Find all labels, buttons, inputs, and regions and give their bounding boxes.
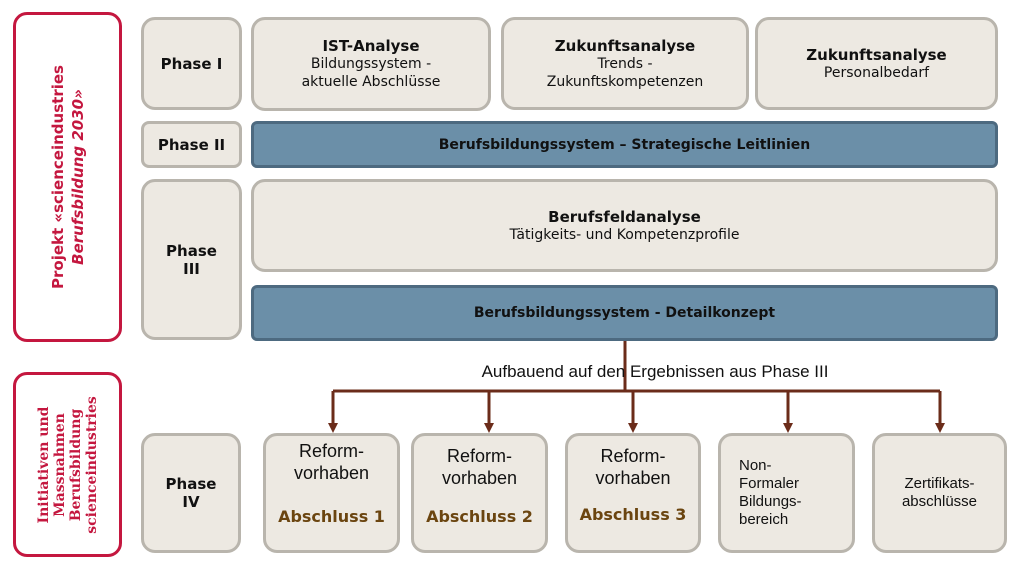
arrowhead-icon (935, 423, 945, 433)
box-title: Berufsfeldanalyse (548, 207, 701, 226)
box-line: Tätigkeits- und Kompetenzprofile (509, 226, 740, 243)
arrowhead-icon (783, 423, 793, 433)
box-line: Trends - (597, 55, 653, 72)
phase-3-line2: III (183, 259, 200, 278)
phase-4-line2: IV (182, 493, 200, 511)
box-line: Reform- (600, 446, 666, 466)
box-line: Bildungssystem - (310, 56, 432, 72)
reform-2-box: Reform-vorhaben Abschluss 2 (411, 433, 548, 553)
initiatives-label-box: Initiativen und Massnahmen Berufsbildung… (13, 372, 122, 557)
box-line: vorhaben (293, 463, 370, 483)
box-line: Reform- (446, 446, 512, 466)
box-line: Bildungs- (739, 493, 802, 510)
box-title: Zukunftsanalyse (806, 45, 947, 64)
arrowhead-icon (628, 423, 638, 433)
arrowhead-icon (484, 423, 494, 433)
non-formaler-box: Non-Formaler Bildungs-bereich (718, 433, 855, 553)
box-line: vorhaben (595, 468, 671, 488)
reform-1-box: Reform-vorhaben Abschluss 1 (263, 433, 400, 553)
project-label-box: Projekt «scienceindustries Berufsbildung… (13, 12, 122, 342)
box-title: IST-Analyse (322, 37, 420, 55)
zukunftsanalyse-trends-box: Zukunftsanalyse Trends - Zukunftskompete… (501, 17, 749, 110)
box-line: Formaler (739, 475, 800, 492)
box-line: aktuelle Abschlüsse (301, 74, 441, 90)
box-line: vorhaben (441, 468, 518, 488)
box-line: Zukunftskompetenzen (546, 73, 704, 90)
phase-4-line1: Phase (165, 475, 217, 493)
ist-analyse-box: IST-Analyse Bildungssystem - aktuelle Ab… (251, 17, 491, 111)
box-line: Zertifikats- (904, 475, 975, 492)
box-line: Personalbedarf (823, 64, 930, 81)
phase-2-label: Phase II (141, 121, 242, 168)
box-line: abschlüsse (901, 493, 978, 510)
abschluss-label: Abschluss 3 (579, 505, 687, 524)
zukunftsanalyse-personal-box: Zukunftsanalyse Personalbedarf (755, 17, 998, 110)
phase-1-label: Phase I (141, 17, 242, 110)
box-title: Zukunftsanalyse (554, 36, 696, 55)
zertifikats-box: Zertifikats-abschlüsse (872, 433, 1007, 553)
arrowhead-icon (328, 423, 338, 433)
strategische-leitlinien-bar: Berufsbildungssystem – Strategische Leit… (251, 121, 998, 168)
box-line: Reform- (298, 441, 364, 461)
detailkonzept-bar: Berufsbildungssystem - Detailkonzept (251, 285, 998, 341)
phase-3-line1: Phase (166, 241, 217, 260)
box-line: Non- (739, 457, 772, 474)
abschluss-label: Abschluss 1 (278, 507, 385, 526)
box-line: bereich (739, 511, 789, 528)
connector-label: Aufbauend auf den Ergebnissen aus Phase … (481, 362, 829, 381)
abschluss-label: Abschluss 2 (426, 507, 533, 526)
reform-3-box: Reform-vorhaben Abschluss 3 (565, 433, 701, 553)
berufsfeldanalyse-box: Berufsfeldanalyse Tätigkeits- und Kompet… (251, 179, 998, 272)
